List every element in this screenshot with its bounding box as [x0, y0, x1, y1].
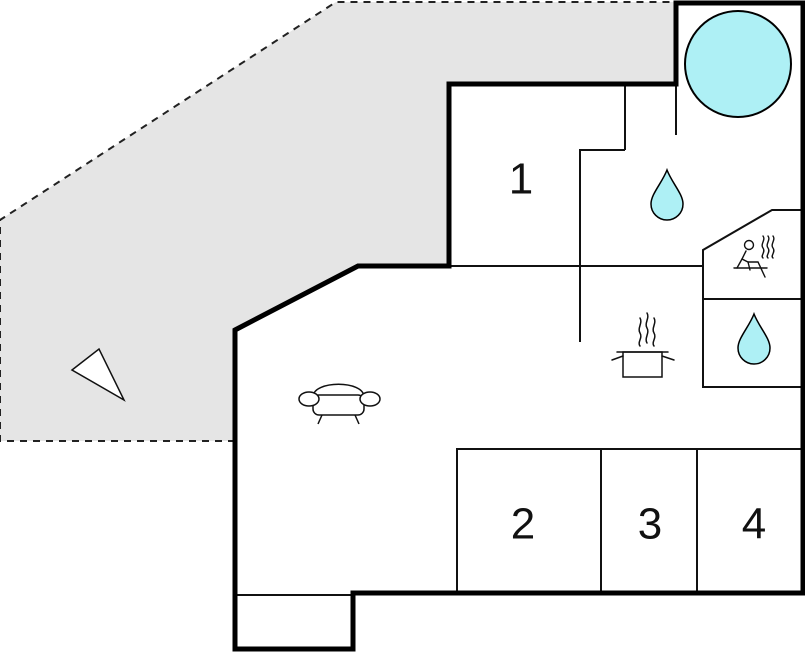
room-4-label: 4: [742, 500, 766, 549]
hot-tub-icon: [684, 10, 792, 118]
terrace-viewpoint-icon: [70, 347, 126, 402]
bathroom-water-drop-icon: [650, 167, 684, 221]
house-floor: [235, 2, 805, 650]
room-1-label: 1: [509, 155, 533, 204]
terrace-boundary: [0, 1, 676, 442]
terrace-area: [0, 2, 676, 441]
sauna-icon: [733, 235, 775, 278]
room-2-label: 2: [511, 500, 535, 549]
bathroom-water-drop-icon: [737, 311, 771, 365]
living-room-armchair-icon: [298, 383, 381, 425]
room-3-label: 3: [638, 500, 662, 549]
exterior-walls: [232, 0, 805, 652]
kitchen-pot-icon: [611, 312, 675, 378]
interior-walls: [235, 84, 805, 596]
